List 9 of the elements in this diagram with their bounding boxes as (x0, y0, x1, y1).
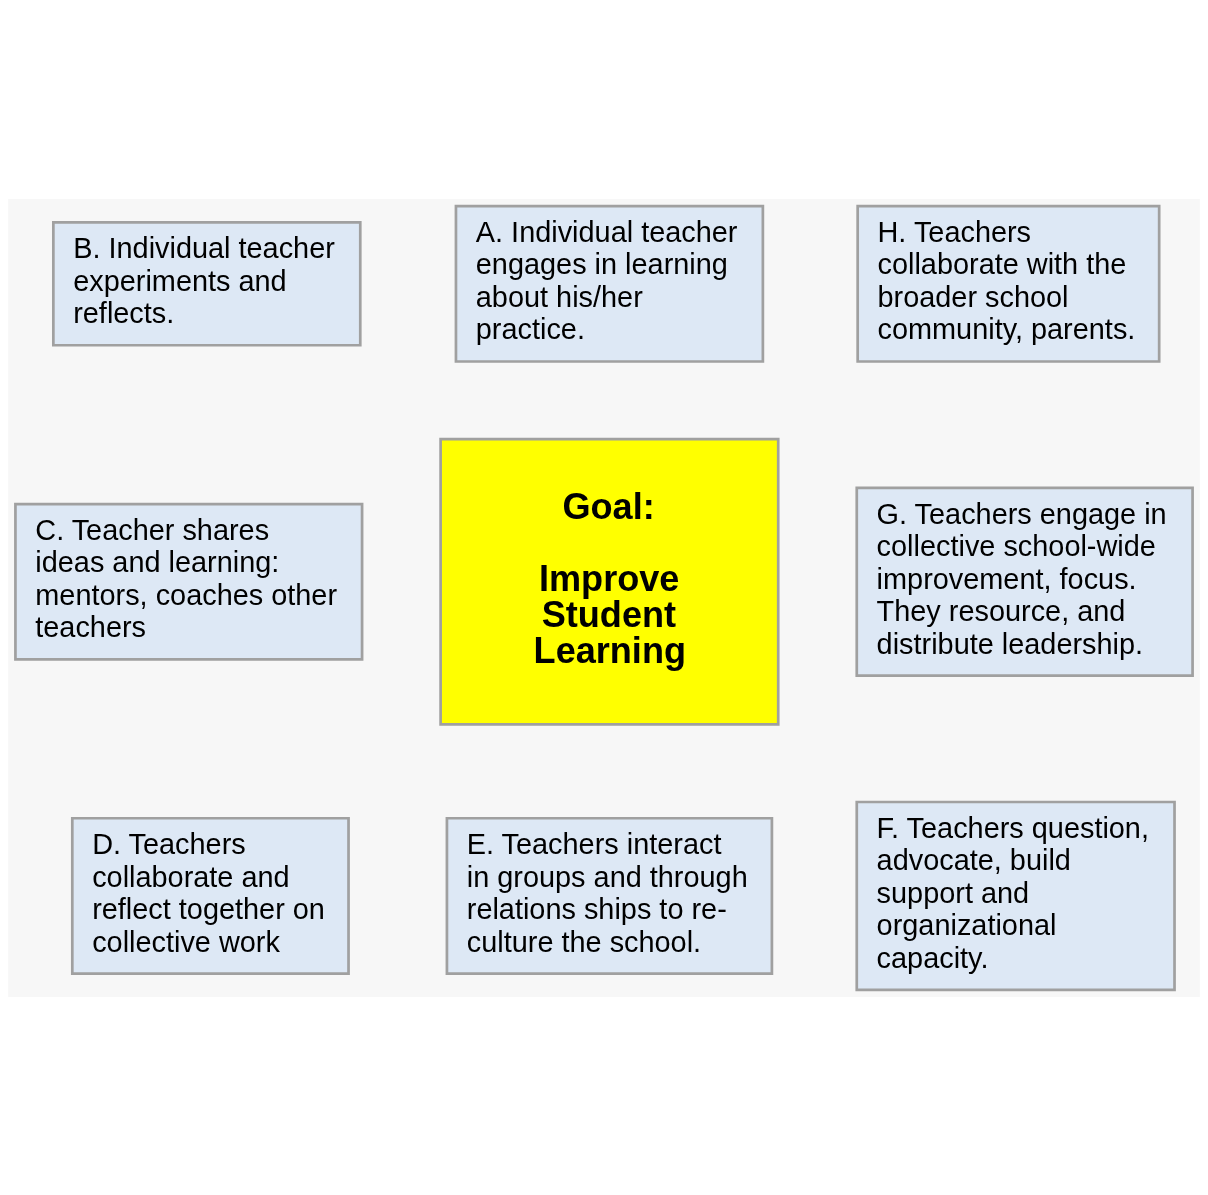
node-box: F. Teachers question, advocate, build support and organizational capacity. (855, 800, 1176, 991)
node-box: G. Teachers engage in collective school-wide improvement, focus. They resource, and distribute leadership. (855, 486, 1194, 677)
node-box: D. Teachers collaborate and reflect together on collective work (70, 816, 350, 975)
node-box: A. Individual teacher engages in learning about his/her practice. (454, 204, 765, 363)
node-box: H. Teachers collaborate with the broader school community, parents. (856, 204, 1161, 363)
node-box: C. Teacher shares ideas and learning: mentors, coaches other teachers (14, 502, 364, 661)
node-box: B. Individual teacher experiments and reflects. (52, 220, 362, 347)
node-box: Goal: Improve Student Learning (439, 437, 780, 726)
node-box: E. Teachers interact in groups and through relations ships to re-culture the school. (445, 816, 774, 975)
